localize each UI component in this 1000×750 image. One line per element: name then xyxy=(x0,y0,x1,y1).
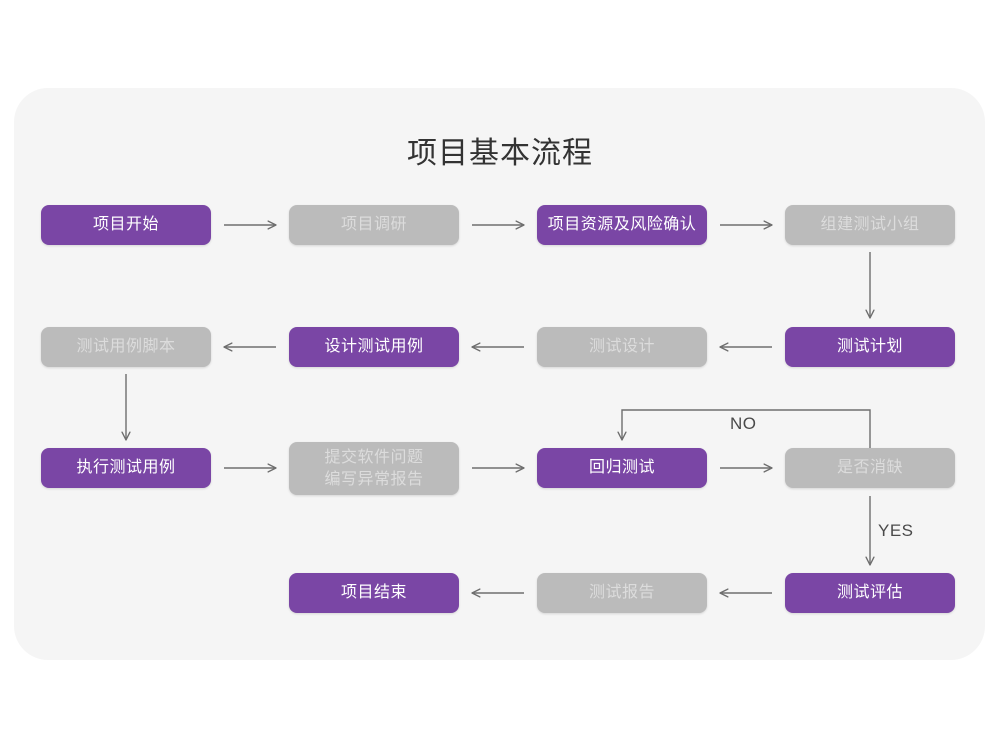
node-design-testcase[interactable]: 设计测试用例 xyxy=(289,327,459,367)
node-build-test-team[interactable]: 组建测试小组 xyxy=(785,205,955,245)
edge-label-no: NO xyxy=(730,414,757,433)
node-submit-defect-report[interactable]: 提交软件问题 编写异常报告 xyxy=(289,442,459,495)
node-test-evaluation[interactable]: 测试评估 xyxy=(785,573,955,613)
node-test-plan[interactable]: 测试计划 xyxy=(785,327,955,367)
node-test-design[interactable]: 测试设计 xyxy=(537,327,707,367)
node-project-end[interactable]: 项目结束 xyxy=(289,573,459,613)
node-testcase-script[interactable]: 测试用例脚本 xyxy=(41,327,211,367)
edge-label-yes: YES xyxy=(878,521,914,540)
node-project-start[interactable]: 项目开始 xyxy=(41,205,211,245)
node-execute-testcase[interactable]: 执行测试用例 xyxy=(41,448,211,488)
node-test-report[interactable]: 测试报告 xyxy=(537,573,707,613)
diagram-card xyxy=(14,88,985,660)
diagram-title: 项目基本流程 xyxy=(407,137,593,170)
node-project-research[interactable]: 项目调研 xyxy=(289,205,459,245)
node-regression-test[interactable]: 回归测试 xyxy=(537,448,707,488)
node-defect-resolved[interactable]: 是否消缺 xyxy=(785,448,955,488)
node-resource-risk-confirm[interactable]: 项目资源及风险确认 xyxy=(537,205,707,245)
